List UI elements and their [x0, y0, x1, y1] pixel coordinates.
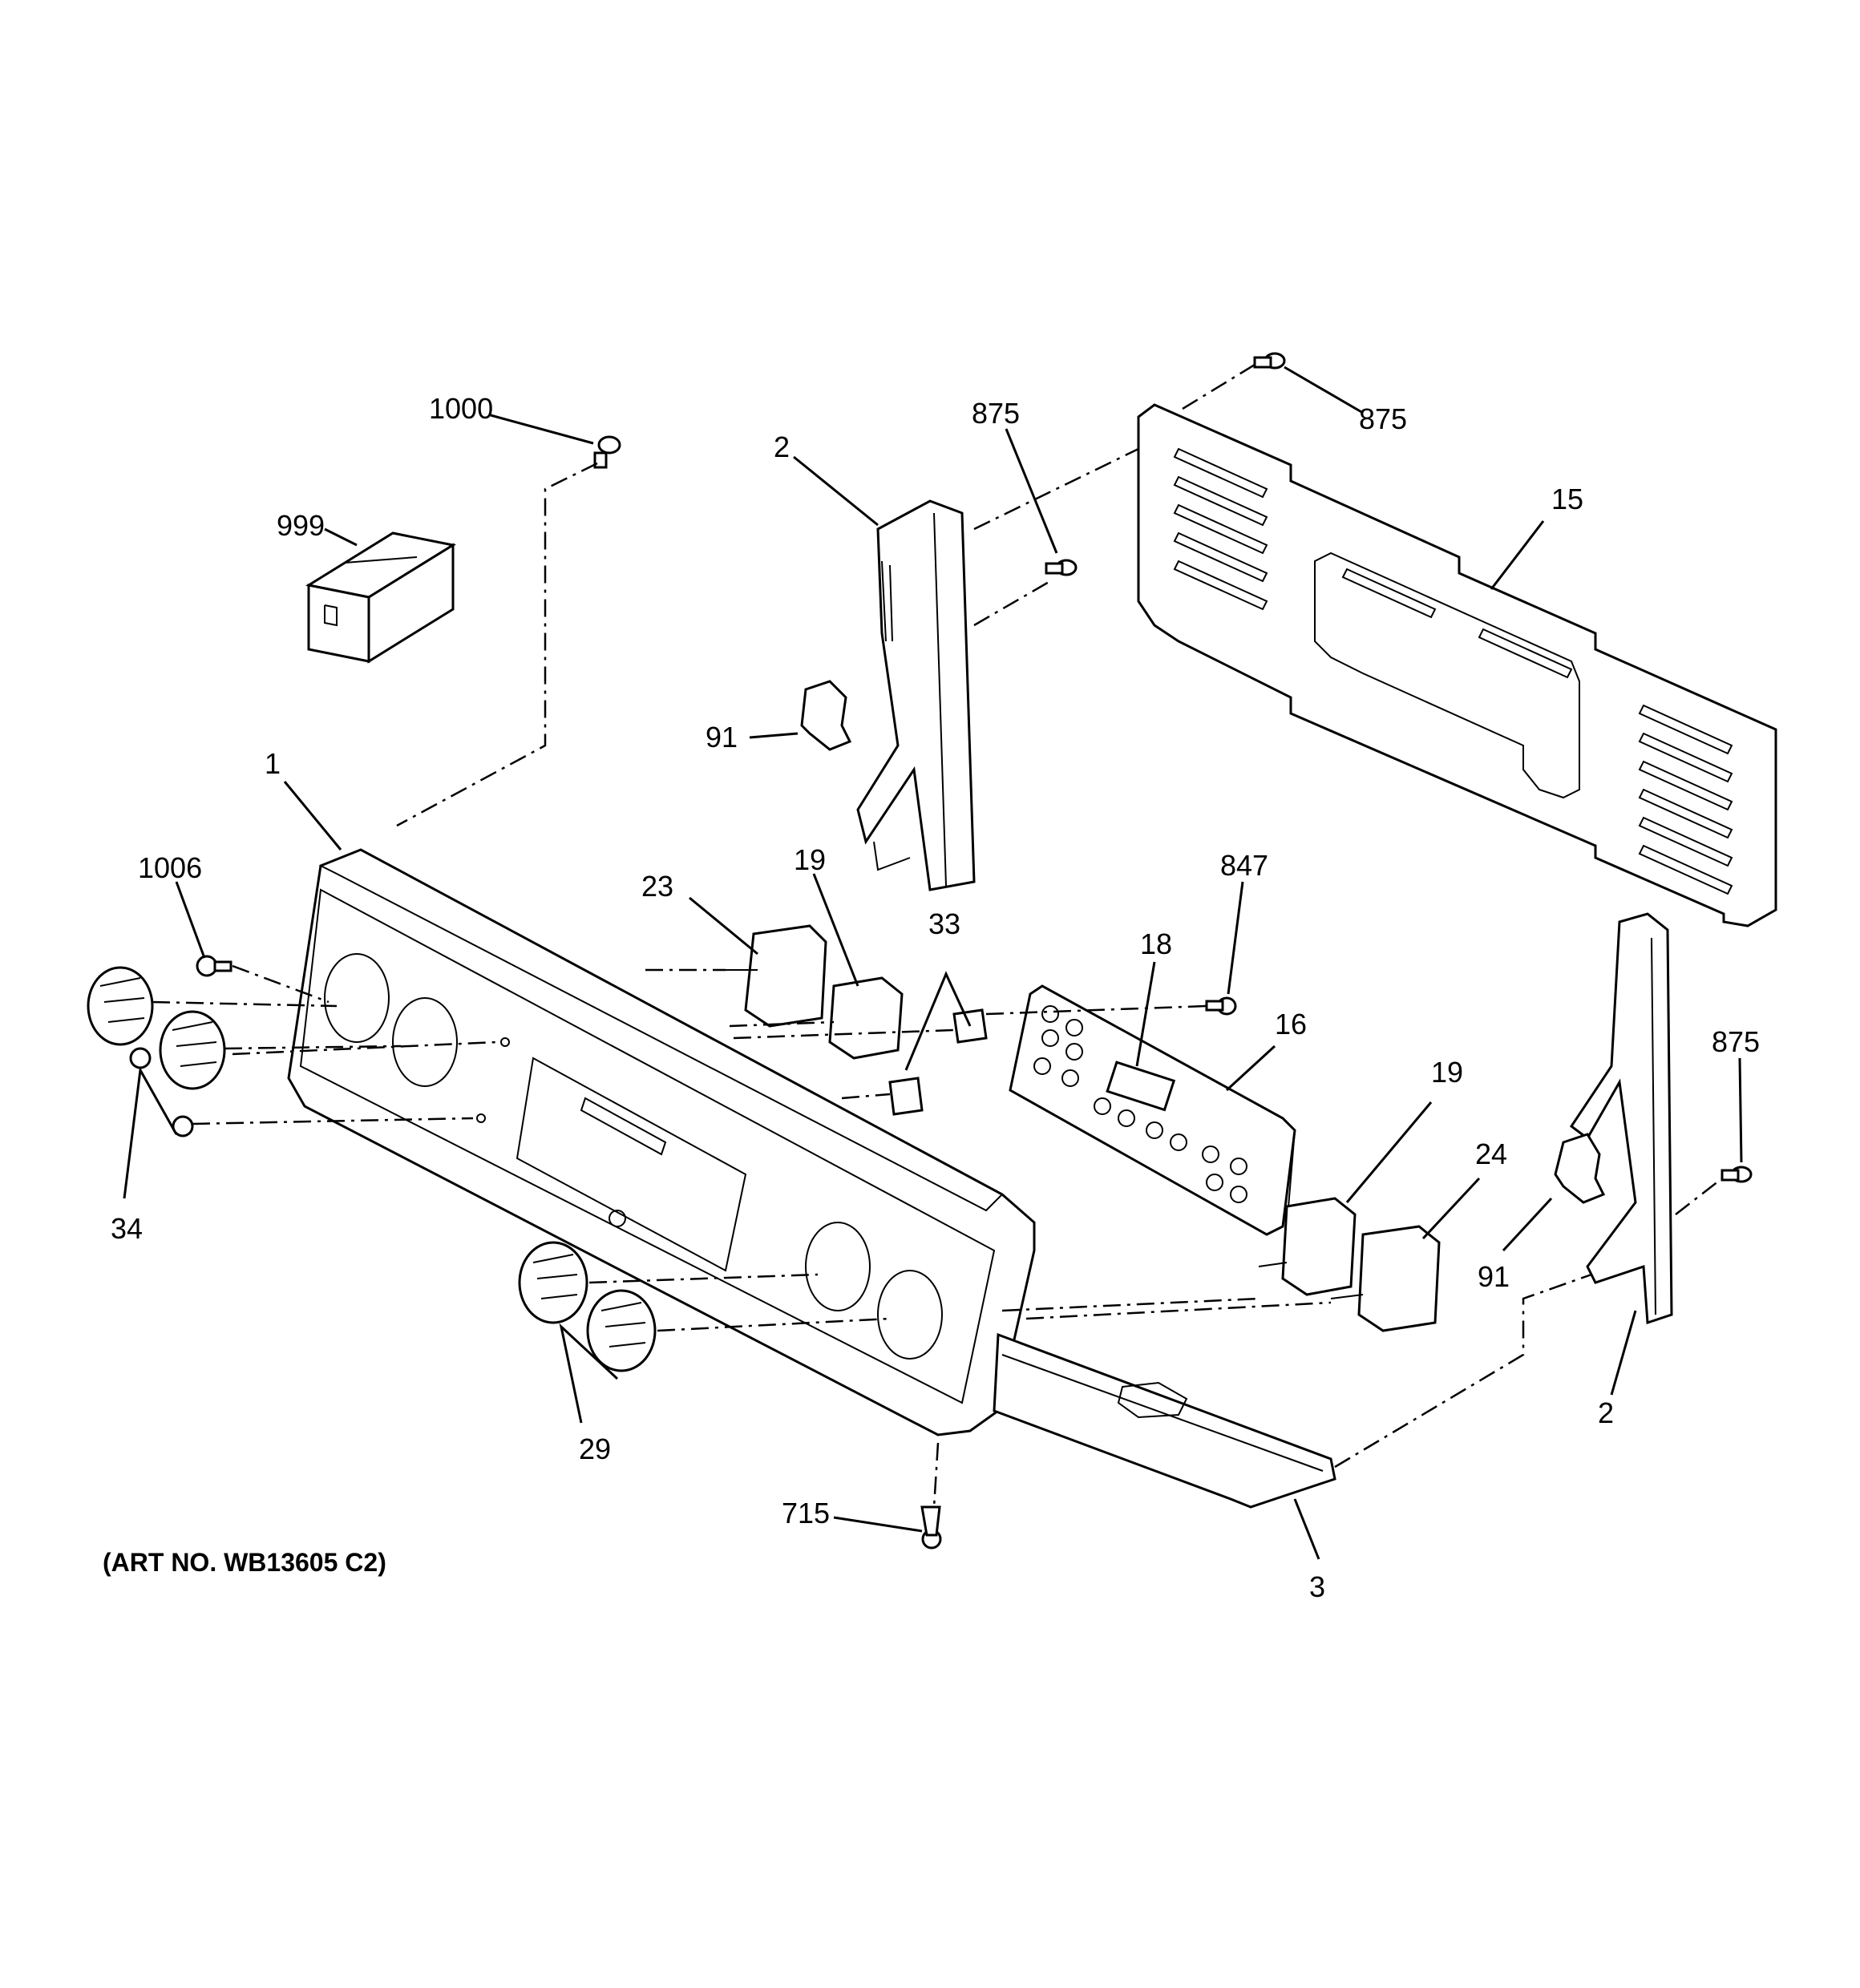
callout-91-top: 91: [706, 721, 738, 754]
callouts: 1000 999 2 875 875 15 91 1 1006 23 19 33…: [111, 392, 1760, 1603]
knob-bottom-right: [586, 1289, 657, 1372]
callout-2-top: 2: [774, 430, 790, 463]
part-24-switch: [1330, 1225, 1441, 1332]
part-34-button-a: [129, 1047, 152, 1069]
part-19-switch-b: [1258, 1197, 1357, 1296]
part-847-screw: [1205, 996, 1237, 1016]
part-91-clip-right: [1554, 1133, 1606, 1204]
part-1006-screw: [196, 955, 232, 977]
knob-left-upper: [87, 966, 154, 1046]
alignment-lines: [152, 363, 1723, 1508]
part-999-box: [305, 531, 457, 664]
part-1000-screw: [593, 435, 621, 469]
callout-34: 34: [111, 1212, 143, 1245]
knob-bottom-left: [518, 1241, 588, 1324]
art-number-caption: (ART NO. WB13605 C2): [103, 1548, 386, 1577]
part-875-screw-b: [1253, 352, 1286, 370]
callout-999: 999: [277, 509, 325, 542]
callout-1: 1: [265, 747, 281, 780]
part-91-clip-top: [800, 680, 852, 751]
part-23-switch: [726, 924, 827, 1028]
callout-19-a: 19: [794, 843, 826, 876]
callout-15: 15: [1551, 483, 1583, 515]
callout-875-a: 875: [972, 397, 1020, 430]
callout-29: 29: [579, 1432, 611, 1465]
callout-715: 715: [782, 1497, 830, 1529]
callout-19-b: 19: [1431, 1056, 1463, 1089]
callout-18: 18: [1140, 927, 1172, 960]
callout-1006: 1006: [138, 851, 202, 884]
part-875-screw-a: [1045, 559, 1078, 576]
part-33-switch-b: [888, 1077, 924, 1116]
callout-1000: 1000: [429, 392, 493, 425]
callout-23: 23: [641, 870, 673, 903]
callout-91-right: 91: [1478, 1260, 1510, 1293]
knob-left-lower: [159, 1010, 226, 1090]
part-15-back-panel: [1137, 403, 1777, 927]
part-2-endcap-top: [856, 499, 976, 891]
part-1-control-panel: [287, 848, 1036, 1436]
part-19-switch-a: [828, 976, 904, 1060]
part-18-display: [1106, 1061, 1176, 1112]
callout-3: 3: [1309, 1570, 1325, 1603]
part-715-screw: [920, 1505, 942, 1550]
callout-875-c: 875: [1712, 1025, 1760, 1058]
callout-847: 847: [1220, 849, 1268, 882]
callout-16: 16: [1275, 1008, 1307, 1040]
part-16-control-board: [1009, 984, 1296, 1236]
callout-24: 24: [1475, 1137, 1507, 1170]
part-3-trim-strip: [993, 1332, 1336, 1509]
part-2-endcap-right: [1569, 912, 1673, 1325]
part-875-screw-c: [1720, 1166, 1753, 1183]
callout-33: 33: [928, 907, 960, 940]
callout-875-b: 875: [1359, 402, 1407, 435]
leader-lines: [123, 366, 1743, 1560]
callout-2-right: 2: [1598, 1396, 1614, 1429]
